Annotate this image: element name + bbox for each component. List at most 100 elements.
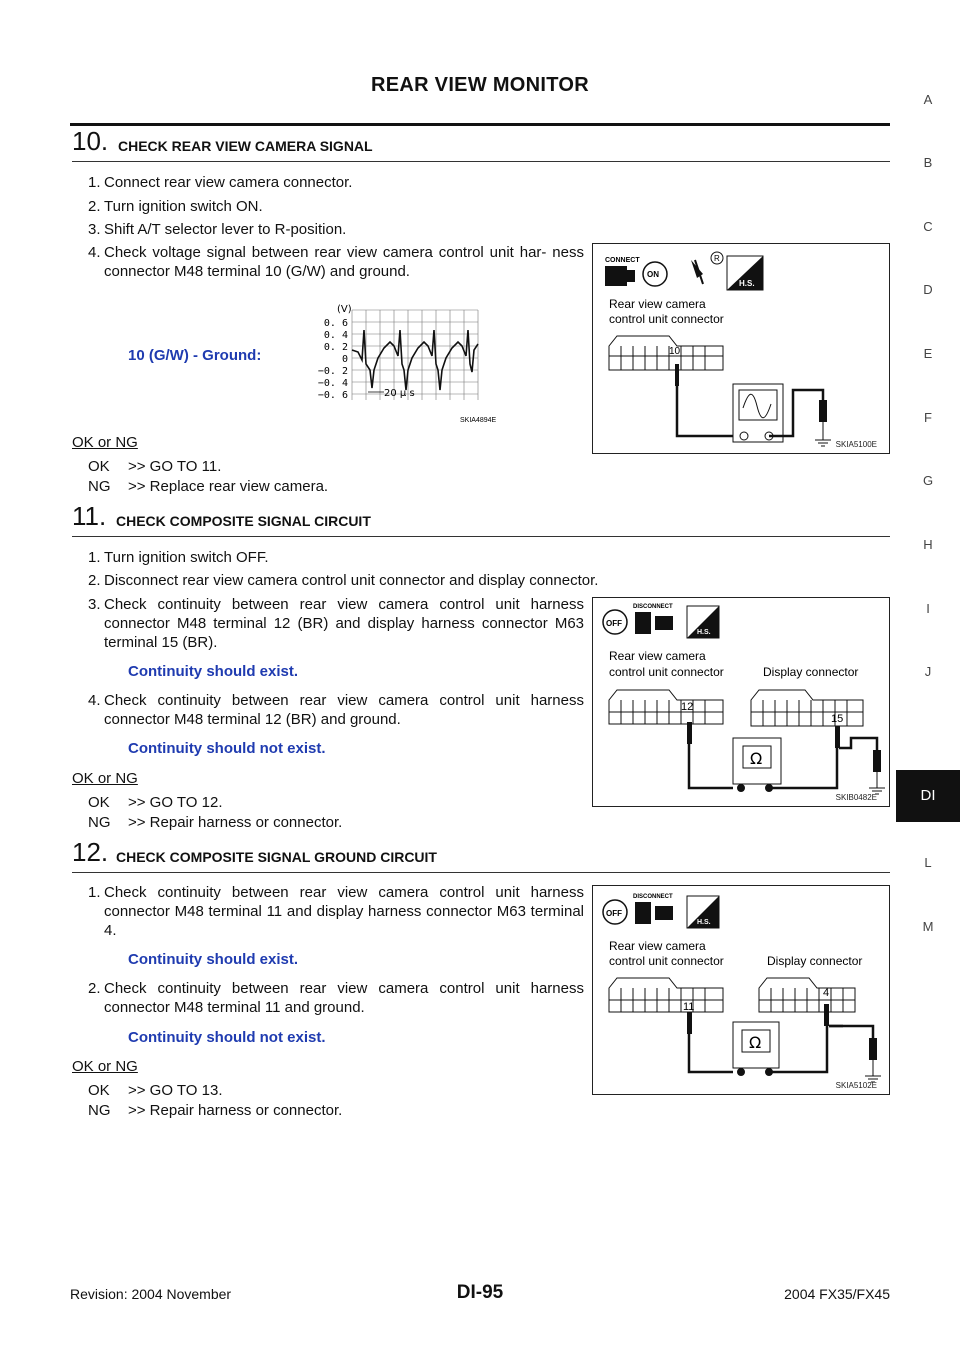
result-key: NG	[88, 478, 111, 495]
connect-label: CONNECT	[605, 257, 640, 264]
hs-icon	[686, 605, 720, 639]
key-icon	[642, 261, 668, 287]
connector-icon	[605, 266, 635, 286]
ohm-icon: Ω	[750, 749, 762, 768]
terminal-number: 10	[669, 346, 681, 357]
s11-ng-result: NG >> Repair harness or connector.	[88, 813, 342, 832]
result-key: NG	[88, 814, 111, 831]
result-value: >> GO TO 11.	[128, 458, 222, 475]
tab-m[interactable]: M	[922, 919, 934, 934]
tab-l[interactable]: L	[924, 855, 932, 870]
hs-icon	[686, 895, 720, 929]
s11-step-3: 3.Check continuity between rear view cam…	[88, 595, 584, 652]
fig-label-line1: Rear view camera	[609, 939, 706, 953]
s10-ok-result: OK >> GO TO 11.	[88, 457, 221, 476]
wave-tick: 0	[342, 354, 348, 365]
step-text: Check continuity between rear view camer…	[104, 596, 584, 651]
section-10-title: CHECK REAR VIEW CAMERA SIGNAL	[118, 138, 373, 154]
step-number: 2.	[88, 198, 101, 215]
step-text: Check continuity between rear view camer…	[104, 884, 584, 939]
ohm-icon: Ω	[749, 1033, 761, 1052]
s10-step-3: 3.Shift A/T selector lever to R-position…	[88, 220, 584, 239]
s11-step-2: 2.Disconnect rear view camera control un…	[88, 571, 678, 590]
fig-label-line2: control unit connector	[609, 312, 724, 326]
s12-step-1: 1.Check continuity between rear view cam…	[88, 883, 584, 940]
fig-label-line1: Rear view camera	[609, 297, 706, 311]
tab-h[interactable]: H	[923, 537, 933, 552]
step-number: 2.	[88, 980, 101, 997]
s12-ng-result: NG >> Repair harness or connector.	[88, 1101, 342, 1120]
s12-ok-or-ng: OK or NG	[72, 1058, 138, 1075]
step-text: Turn ignition switch ON.	[104, 198, 263, 215]
section-10-header: 10. CHECK REAR VIEW CAMERA SIGNAL	[72, 126, 890, 162]
fig-label-display: Display connector	[767, 954, 862, 968]
wave-unit: (V)	[337, 304, 352, 315]
s10-spec-label: 10 (G/W) - Ground:	[128, 347, 262, 364]
tab-g[interactable]: G	[922, 473, 934, 488]
terminal-2: 4	[823, 987, 829, 999]
shift-lever-icon	[691, 259, 704, 285]
hs-icon	[726, 255, 764, 291]
tab-a[interactable]: A	[923, 92, 933, 107]
wave-tick: −0. 6	[318, 390, 348, 401]
tab-j[interactable]: J	[924, 664, 932, 679]
hs-label: H.S.	[739, 279, 755, 288]
s10-step-1: 1.Connect rear view camera connector.	[88, 173, 584, 192]
step-number: 1.	[88, 884, 101, 901]
fig-label-line1: Rear view camera	[609, 649, 706, 663]
result-key: OK	[88, 458, 110, 475]
disconnect-icon	[635, 902, 673, 924]
waveform-graph: (V) 0. 6 0. 4 0. 2 0 −0. 2 −0. 4 −0. 6 2…	[318, 304, 497, 424]
result-key: NG	[88, 1102, 111, 1119]
section-12-header: 12. CHECK COMPOSITE SIGNAL GROUND CIRCUI…	[72, 837, 890, 873]
disconnect-label: DISCONNECT	[633, 894, 673, 900]
fig-label-line2: control unit connector	[609, 665, 724, 679]
s11-step-4: 4.Check continuity between rear view cam…	[88, 691, 584, 729]
page-title: REAR VIEW MONITOR	[370, 74, 590, 96]
step-text: Connect rear view camera connector.	[104, 174, 353, 191]
step-number: 1.	[88, 549, 101, 566]
tab-di[interactable]: DI	[896, 770, 960, 822]
wave-tick: 0. 2	[324, 342, 348, 353]
result-key: OK	[88, 1082, 110, 1099]
display-connector	[758, 977, 856, 1013]
s10-ok-or-ng: OK or NG	[72, 434, 138, 451]
step-number: 3.	[88, 221, 101, 238]
result-value: >> Replace rear view camera.	[128, 478, 329, 495]
step-text: Check continuity between rear view camer…	[104, 980, 584, 1016]
figure-composite-ground: OFF DISCONNECT H.S. Rear view camera con…	[592, 885, 890, 1095]
section-12-number: 12.	[72, 837, 109, 867]
fig-label-line2: control unit connector	[609, 954, 724, 968]
tab-f[interactable]: F	[924, 410, 932, 425]
s10-ng-result: NG >> Replace rear view camera.	[88, 477, 328, 496]
tab-b[interactable]: B	[923, 155, 933, 170]
s11-step-1: 1.Turn ignition switch OFF.	[88, 548, 584, 567]
step-text: Disconnect rear view camera control unit…	[104, 572, 599, 589]
result-key: OK	[88, 794, 110, 811]
s11-spec-not-exist: Continuity should not exist.	[128, 740, 326, 757]
wave-code: SKIA4894E	[460, 417, 497, 424]
figure-code: SKIA5100E	[835, 440, 877, 449]
figure-camera-signal: CONNECT ON R H.S. Rear view camera contr…	[592, 243, 890, 454]
result-value: >> GO TO 12.	[128, 794, 223, 811]
page-code: DI-95	[456, 1282, 504, 1303]
step-number: 1.	[88, 174, 101, 191]
tab-i[interactable]: I	[926, 601, 930, 616]
tab-d[interactable]: D	[923, 282, 933, 297]
tab-c[interactable]: C	[923, 219, 933, 234]
terminal-1: 11	[683, 1001, 694, 1013]
result-value: >> Repair harness or connector.	[128, 1102, 343, 1119]
display-connector	[750, 689, 864, 727]
tab-e[interactable]: E	[923, 346, 933, 361]
s11-ok-or-ng: OK or NG	[72, 770, 138, 787]
terminal-2: 15	[831, 713, 843, 725]
disconnect-icon	[635, 612, 673, 634]
wave-time-label: 20 µ s	[384, 388, 415, 399]
s12-spec-not-exist: Continuity should not exist.	[128, 1029, 326, 1046]
off-label: OFF	[606, 619, 622, 628]
wave-tick: 0. 6	[324, 318, 348, 329]
hs-label: H.S.	[697, 629, 711, 636]
terminal-1: 12	[681, 701, 693, 713]
disconnect-label: DISCONNECT	[633, 604, 673, 610]
result-value: >> Repair harness or connector.	[128, 814, 343, 831]
